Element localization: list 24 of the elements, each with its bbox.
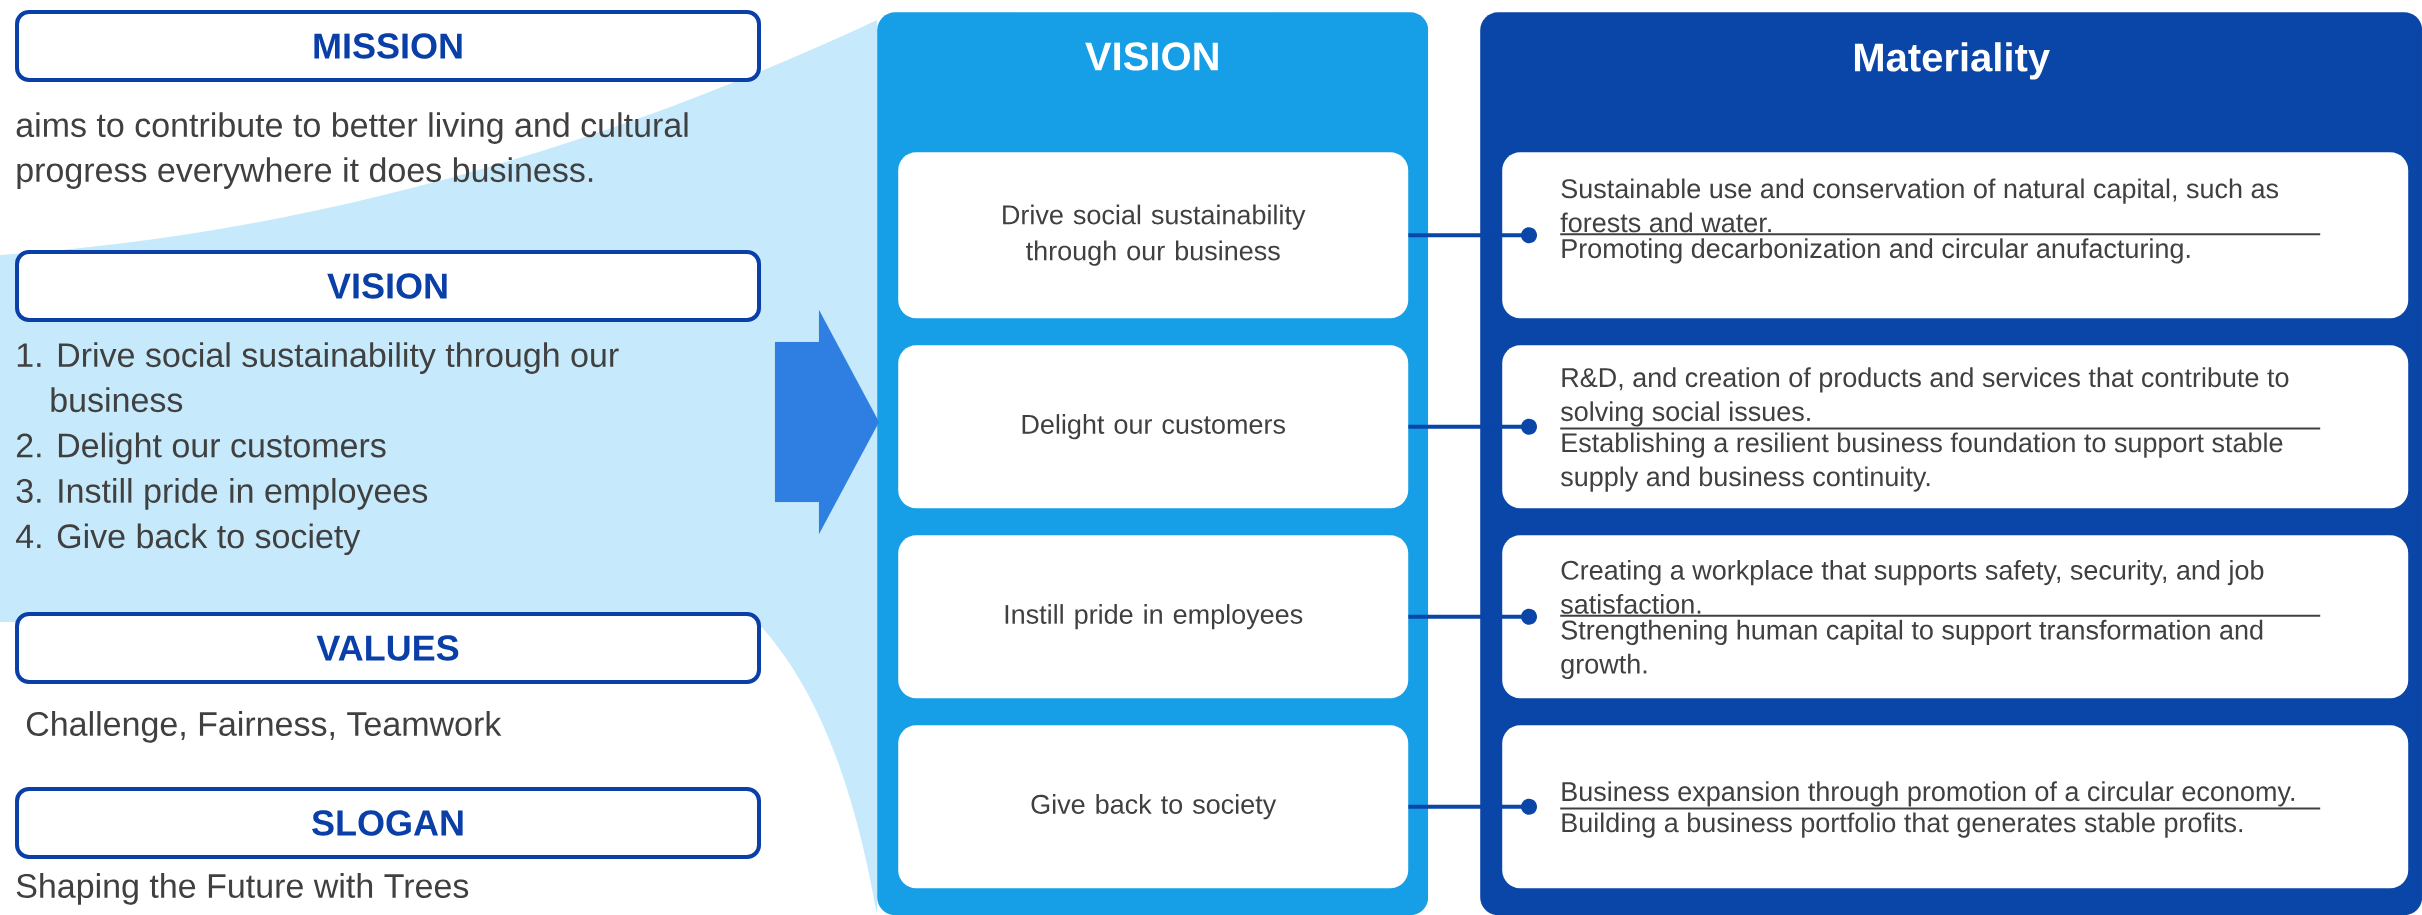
list-item: 3. Instill pride in employees: [16, 478, 428, 510]
list-item: 4. Give back to society: [16, 523, 361, 556]
text-box: Give back to society: [898, 725, 1409, 889]
text-box: Business expansion through promotion of a circular economy. Building a business portfolio that generates stable profits.: [1502, 725, 2409, 889]
text-box: Creating a workplace that supports safety, security, and job satisfaction. Strengthening human capital to support transformation and growth.: [1502, 535, 2409, 699]
text-box: Sustainable use and conservation of natural capital, such as forests and water. Promoting decarbonization and circular anufacturing.: [1502, 152, 2409, 319]
list-item: 1. Drive social sustainability through our business: [17, 342, 619, 413]
heading-box: MISSION: [15, 10, 761, 82]
paragraph: Challenge, Fairness, Teamwork: [26, 711, 502, 743]
list-item: 2. Delight our customers: [16, 432, 386, 465]
text-box: Delight our customers: [898, 345, 1409, 509]
text-box: Drive social sustainability through our business: [898, 152, 1409, 319]
text-box: Instill pride in employees: [898, 535, 1409, 699]
connector-line: [1408, 798, 1537, 815]
heading-box: SLOGAN: [15, 787, 761, 859]
arrow: [774, 309, 880, 535]
connector-line: [1408, 608, 1537, 625]
connector-line: [1408, 227, 1537, 244]
connector-line: [1408, 418, 1537, 435]
paragraph: aims to contribute to better living and cultural progress everywhere it does business.: [16, 112, 688, 189]
heading-box: VISION: [15, 250, 761, 322]
text-box: R&D, and creation of products and services that contribute to solving social issues. Establishing a resilient business foundation to support stable supply and business continuity.: [1502, 345, 2409, 509]
paragraph: Shaping the Future with Trees: [16, 873, 469, 905]
heading-box: VALUES: [15, 612, 761, 684]
